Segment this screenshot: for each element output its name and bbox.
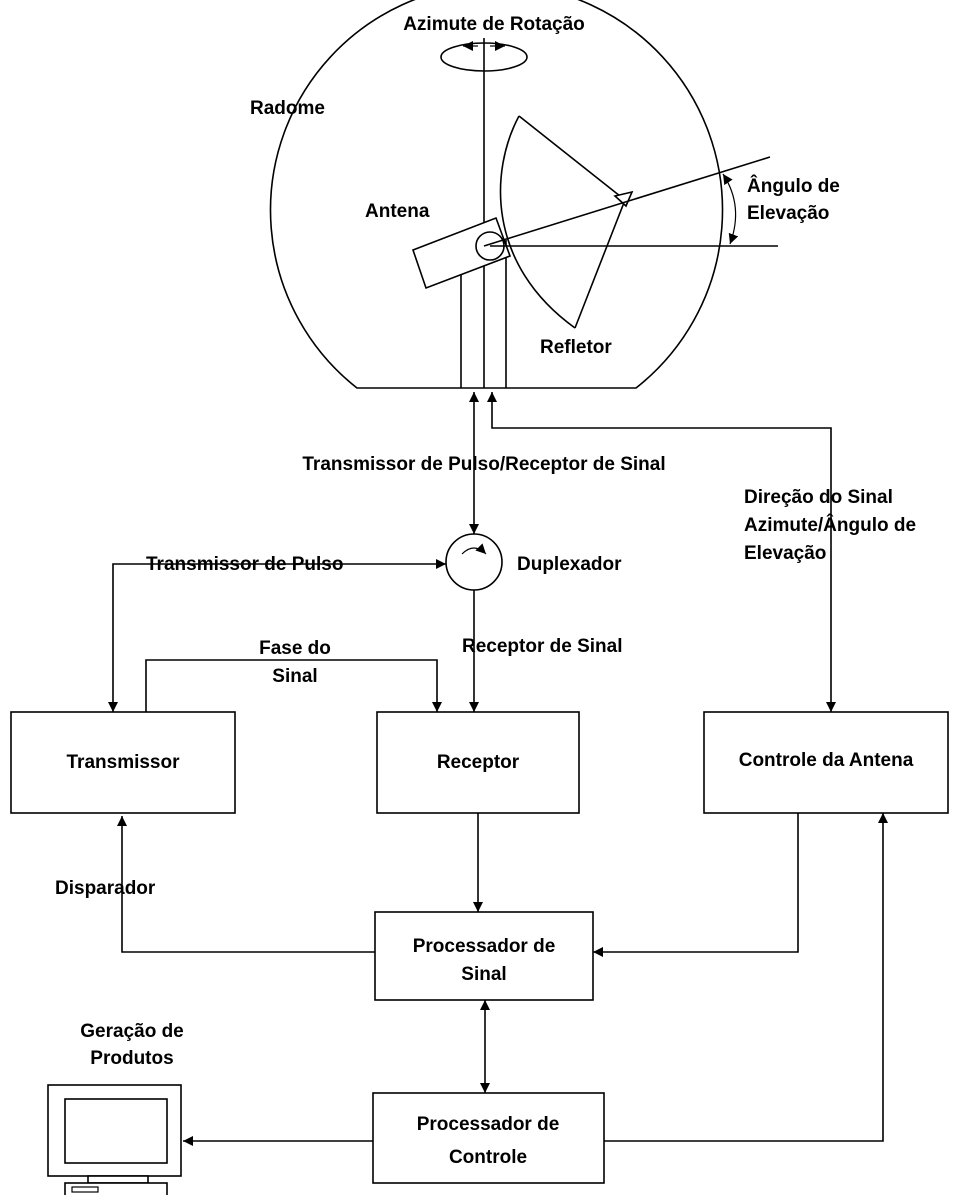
transmitter-block (10, 711, 236, 814)
receiver-block (376, 711, 580, 814)
direction-label-2: Azimute/Ângulo de (744, 514, 916, 536)
antenna-control-block (703, 711, 949, 814)
transmitter-label: Transmissor (67, 752, 181, 773)
direction-label-1: Direção do Sinal (744, 487, 893, 508)
elevation-angle-label-1: Ângulo de (747, 175, 840, 197)
signal-processor-block (374, 911, 594, 1001)
reflector-struts (518, 115, 626, 329)
tx-pulse-label: Transmissor de Pulso (146, 554, 343, 575)
trigger-arrow (117, 816, 375, 953)
radome-outline (269, 0, 724, 389)
tx-rx-label: Transmissor de Pulso/Receptor de Sinal (302, 454, 665, 475)
duplexer-circle (445, 533, 503, 591)
antenna-housing (411, 216, 512, 290)
antenna-direction-arrow (487, 392, 836, 712)
direction-label-3: Elevação (744, 543, 826, 564)
products-label-1: Geração de (80, 1021, 184, 1042)
beam-line (483, 156, 771, 247)
receiver-label: Receptor (437, 752, 520, 773)
control-processor-to-antenna-control (604, 813, 888, 1142)
duplexer-label: Duplexador (517, 554, 622, 575)
duplexer-inner-arrow (461, 543, 487, 555)
control-processor-block (372, 1092, 605, 1184)
antenna-label: Antena (365, 201, 430, 222)
antenna-control-label: Controle da Antena (739, 750, 914, 771)
signal-phase-label-1: Fase do (259, 638, 331, 659)
control-processor-label-1: Processador de (417, 1114, 560, 1135)
feed-horn (613, 190, 634, 208)
trigger-label: Disparador (55, 878, 156, 899)
rotation-azimuth-label: Azimute de Rotação (403, 14, 585, 35)
elevation-angle-label-2: Elevação (747, 203, 829, 224)
control-processor-label-2: Controle (449, 1147, 527, 1168)
radome-label: Radome (250, 98, 325, 119)
reflector-dish (499, 115, 576, 329)
signal-processor-label-1: Processador de (413, 936, 556, 957)
signal-phase-label-2: Sinal (272, 666, 317, 687)
signal-processor-label-2: Sinal (461, 964, 506, 985)
computer-icon (47, 1084, 182, 1195)
reflector-label: Refletor (540, 337, 612, 358)
rx-signal-label: Receptor de Sinal (462, 636, 623, 657)
elevation-arc (722, 173, 739, 245)
signal-phase-arrow (145, 659, 442, 712)
products-label-2: Produtos (90, 1048, 173, 1069)
antenna-control-to-signal-processor (593, 813, 799, 957)
tx-pulse-arrow (108, 559, 446, 712)
